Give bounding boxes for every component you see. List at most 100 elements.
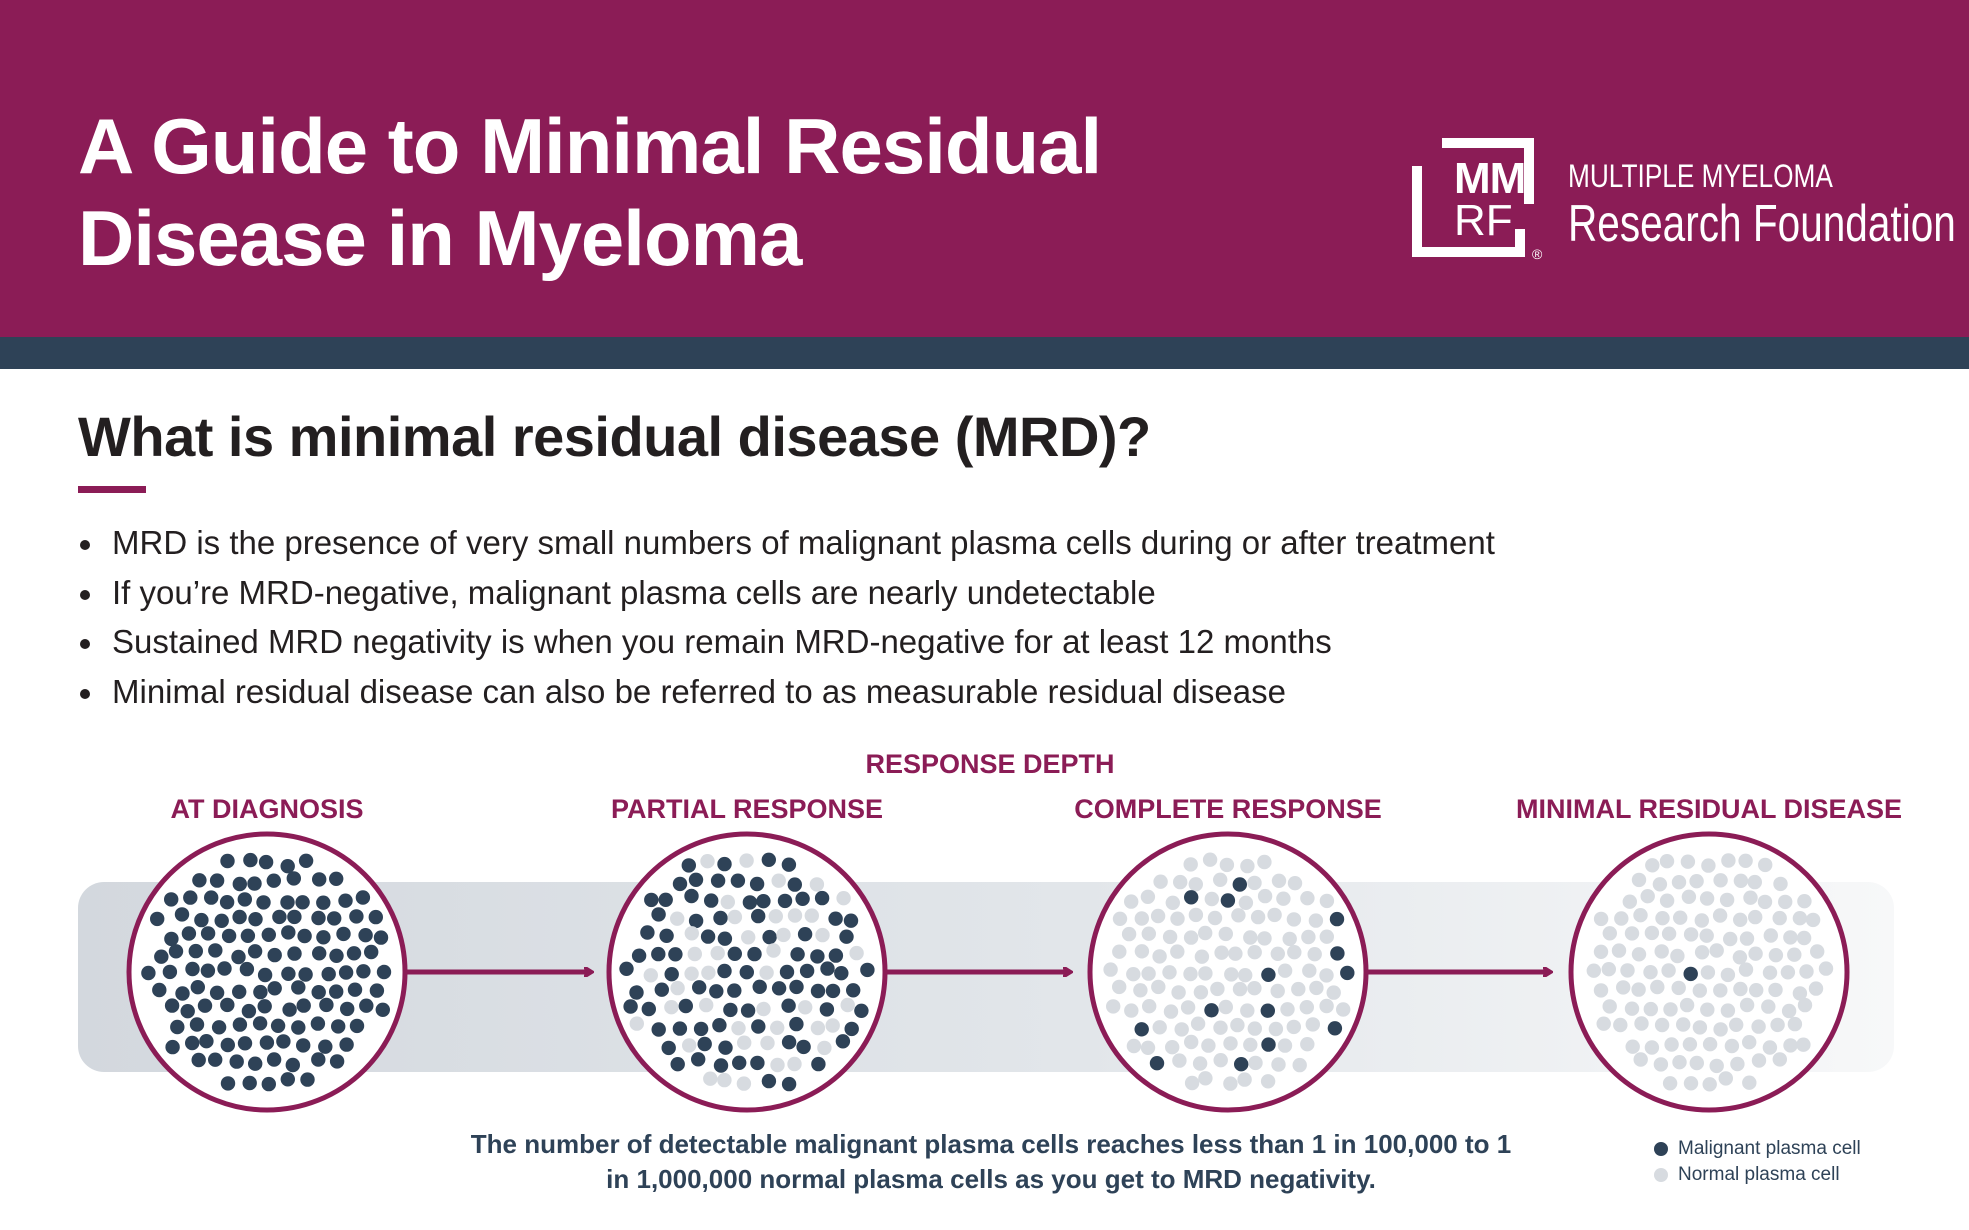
normal-cell-dot — [798, 1000, 813, 1015]
caption-line-2: in 1,000,000 normal plasma cells as you … — [606, 1164, 1376, 1194]
normal-cell-dot — [1796, 1037, 1811, 1052]
response-depth-label: RESPONSE DEPTH — [865, 749, 1114, 779]
malignant-cell-dot — [762, 929, 777, 945]
header-banner — [0, 0, 1969, 337]
normal-cell-dot — [1733, 912, 1748, 927]
malignant-cell-dot — [376, 964, 392, 980]
normal-cell-dot — [1699, 891, 1715, 906]
normal-cell-dot — [1194, 949, 1210, 964]
malignant-cell-dot — [199, 1034, 214, 1049]
normal-cell-dot — [1713, 873, 1728, 888]
malignant-cell-dot — [346, 946, 362, 961]
normal-cell-dot — [1738, 853, 1753, 868]
normal-cell-dot — [1140, 889, 1156, 904]
normal-cell-dot — [1761, 999, 1776, 1014]
normal-cell-dot — [1153, 874, 1168, 889]
normal-cell-dot — [1319, 929, 1335, 944]
normal-cell-dot — [1805, 912, 1821, 928]
malignant-cell-dot — [654, 982, 669, 997]
malignant-cell-dot — [814, 890, 830, 906]
malignant-cell-dot — [267, 947, 282, 963]
malignant-cell-dot — [318, 1039, 333, 1054]
normal-cell-dot — [1112, 944, 1127, 959]
malignant-cell-dot — [825, 983, 841, 999]
malignant-cell-dot — [296, 998, 311, 1013]
normal-cell-dot — [1679, 997, 1695, 1013]
normal-cell-dot — [1126, 1038, 1142, 1054]
malignant-cell-dot — [810, 983, 826, 999]
malignant-cell-dot — [623, 999, 638, 1014]
normal-cell-dot — [1586, 963, 1602, 978]
malignant-cell-dot — [220, 853, 235, 869]
normal-cell-dot — [1247, 1021, 1263, 1036]
normal-cell-dot — [1276, 891, 1291, 906]
mrd-bullet-list: MRD is the presence of very small number… — [78, 518, 1495, 716]
malignant-cell-dot — [229, 1054, 244, 1069]
normal-cell-dot — [1661, 926, 1677, 941]
normal-cell-dot — [1162, 929, 1178, 945]
normal-cell-dot — [1689, 1055, 1705, 1071]
malignant-cell-dot — [355, 890, 371, 905]
malignant-cell-dot — [781, 857, 797, 872]
stage-circle-complete-response — [1087, 831, 1369, 1113]
malignant-cell-dot — [208, 943, 223, 958]
malignant-cell-dot — [329, 871, 344, 886]
malignant-cell-dot — [692, 980, 707, 995]
malignant-cell-dot — [209, 985, 225, 1000]
normal-cell-dot — [1643, 965, 1658, 980]
normal-cell-dot — [1271, 1057, 1286, 1072]
page-title: A Guide to Minimal Residual Disease in M… — [78, 100, 1178, 284]
normal-cell-dot — [1124, 1003, 1139, 1018]
malignant-cell-dot — [241, 1003, 257, 1019]
malignant-cell-dot — [247, 944, 263, 959]
malignant-cell-dot — [854, 1003, 869, 1018]
malignant-cell-dot — [164, 892, 179, 907]
malignant-cell-dot — [194, 912, 209, 928]
malignant-cell-dot — [787, 877, 802, 892]
section-title-underline — [78, 486, 146, 493]
normal-cell-dot — [809, 877, 825, 892]
normal-cell-dot — [1124, 894, 1139, 909]
normal-cell-dot — [1112, 911, 1128, 926]
normal-cell-dot — [771, 873, 786, 888]
normal-cell-dot — [700, 854, 715, 869]
normal-cell-dot — [810, 1020, 826, 1036]
normal-cell-dot — [1593, 983, 1609, 998]
malignant-cell-dot — [312, 872, 327, 887]
normal-cell-dot — [1299, 1000, 1315, 1015]
stage-circle-partial-response — [606, 831, 888, 1113]
malignant-cell-dot — [1340, 965, 1355, 981]
normal-cell-dot — [1213, 1020, 1228, 1035]
normal-cell-dot — [1165, 895, 1181, 910]
normal-cell-dot — [1700, 1002, 1715, 1017]
malignant-cell-dot — [280, 895, 295, 910]
normal-cell-dot — [1183, 966, 1198, 982]
normal-cell-dot — [741, 930, 756, 945]
malignant-cell-dot — [1220, 893, 1236, 908]
normal-cell-dot — [1818, 961, 1834, 976]
normal-cell-dot — [1683, 927, 1699, 942]
malignant-cell-dot — [280, 859, 295, 874]
normal-cell-dot — [670, 911, 685, 926]
logo-org-line-1: MULTIPLE MYELOMA — [1568, 158, 1833, 194]
normal-cell-dot — [1694, 913, 1710, 928]
malignant-cell-dot — [688, 913, 704, 929]
normal-cell-dot — [1781, 1003, 1797, 1019]
malignant-cell-dot — [789, 1016, 804, 1032]
normal-cell-dot — [770, 1020, 785, 1035]
malignant-cell-dot — [312, 946, 327, 961]
logo-org-line-2: Research Foundation — [1568, 195, 1956, 253]
malignant-cell-dot — [661, 1040, 676, 1056]
normal-cell-dot — [1611, 943, 1627, 958]
normal-cell-dot — [1808, 981, 1824, 996]
malignant-cell-dot — [232, 984, 247, 999]
normal-cell-dot — [1702, 1037, 1718, 1052]
malignant-cell-dot — [717, 856, 732, 872]
normal-cell-dot — [1792, 911, 1808, 926]
normal-cell-dot — [1720, 1003, 1736, 1018]
normal-cell-dot — [1112, 979, 1127, 995]
stage-circle-minimal-residual-disease — [1568, 831, 1850, 1113]
malignant-cell-swatch — [1654, 1142, 1668, 1156]
malignant-cell-dot — [208, 1052, 223, 1067]
normal-cell-dot — [1174, 1022, 1189, 1037]
